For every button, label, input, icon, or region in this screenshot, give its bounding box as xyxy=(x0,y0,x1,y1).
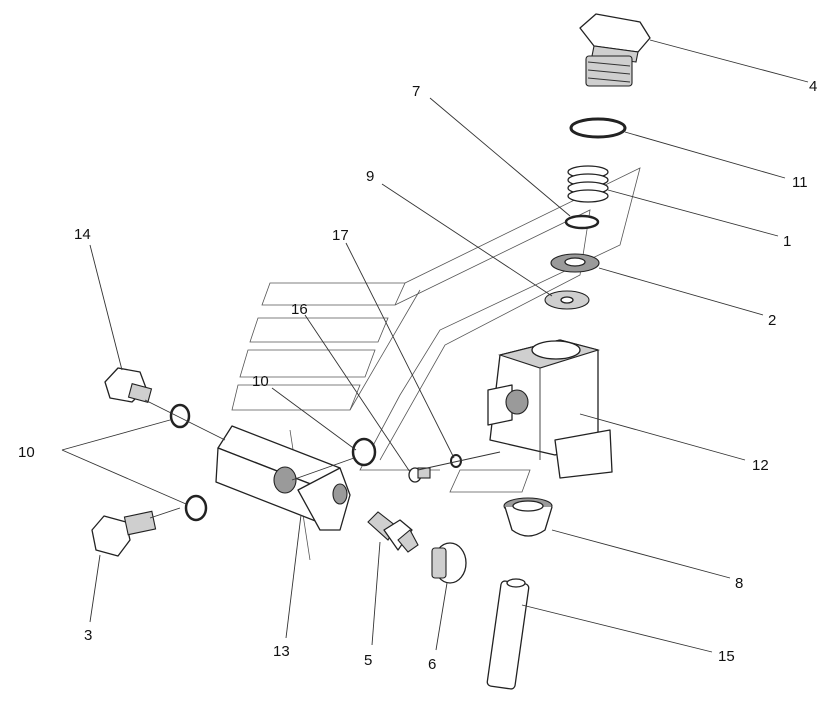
callout-4: 4 xyxy=(809,78,817,95)
callout-10-left: 10 xyxy=(18,444,35,461)
callout-12: 12 xyxy=(752,457,769,474)
part-13-block xyxy=(215,425,351,531)
callout-13: 13 xyxy=(273,643,290,660)
part-5-fitting xyxy=(367,511,419,553)
part-1-spring xyxy=(567,165,609,203)
callout-11: 11 xyxy=(792,174,808,191)
callout-2: 2 xyxy=(768,312,776,329)
part-10-washers xyxy=(169,403,377,522)
callout-7: 7 xyxy=(412,83,420,100)
callout-3: 3 xyxy=(84,627,92,644)
part-15-pin xyxy=(486,578,530,690)
callout-16: 16 xyxy=(291,301,308,318)
part-4-hex-plug xyxy=(579,13,651,87)
callout-8: 8 xyxy=(735,575,743,592)
part-14-bolt xyxy=(104,367,153,404)
part-9-washer xyxy=(544,290,590,310)
callout-14: 14 xyxy=(74,226,91,243)
part-3-bolt xyxy=(91,510,157,557)
callout-17: 17 xyxy=(332,227,349,244)
callout-15: 15 xyxy=(718,648,735,665)
part-16-screw xyxy=(408,467,431,483)
part-7-ring xyxy=(564,214,600,230)
callout-10-mid: 10 xyxy=(252,373,269,390)
part-8-sleeve xyxy=(503,497,553,537)
part-12-valve-body xyxy=(487,339,613,479)
callout-5: 5 xyxy=(364,652,372,669)
part-6-cap xyxy=(431,542,467,584)
leader-lines xyxy=(61,39,809,653)
callout-9: 9 xyxy=(366,168,374,185)
part-11-o-ring xyxy=(569,117,627,139)
part-2-valve-disc xyxy=(550,253,600,273)
callout-labels: 4 11 1 7 9 2 12 8 15 14 10 10 16 17 3 13… xyxy=(18,78,817,673)
callout-1: 1 xyxy=(783,233,791,250)
callout-6: 6 xyxy=(428,656,436,673)
